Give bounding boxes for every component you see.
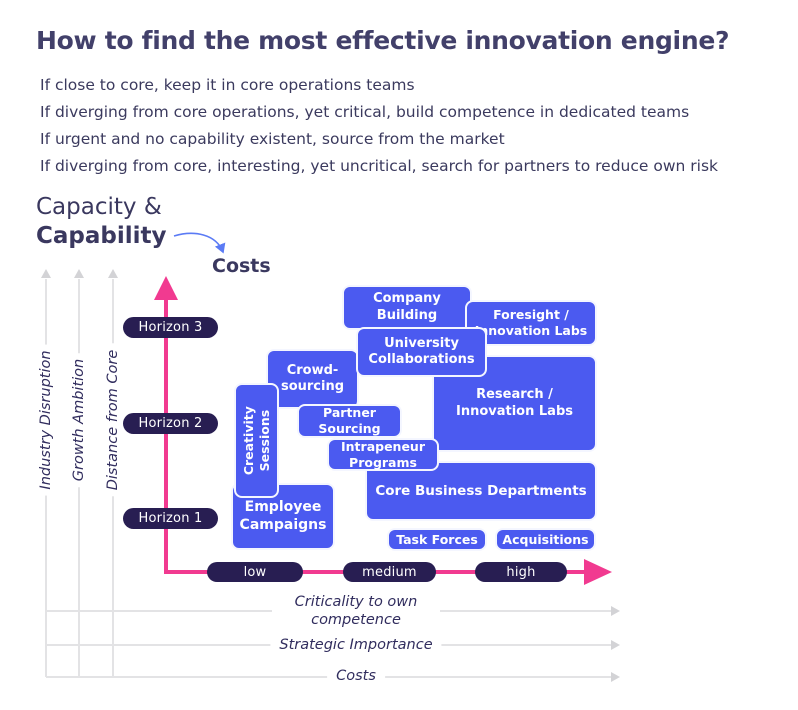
box-label: Campaigns [239,516,327,533]
box-label: Crowd- [286,362,339,378]
y-axis-arrowhead-icon [154,276,178,300]
x-tick-medium-label: medium [362,564,417,580]
horizon-1-pill: Horizon 1 [123,508,218,529]
costs-callout-label: Costs [212,255,271,277]
box-label: Innovation Labs [455,403,573,419]
x-tick-high-label: high [506,564,536,580]
costs-callout-arrow-icon [173,232,226,254]
horizon-2-label: Horizon 2 [138,416,203,431]
horizon-1-label: Horizon 1 [138,511,203,526]
axis-label-costs: Costs [327,667,385,685]
x-tick-low-label: low [243,564,267,580]
intro-bullet-3: If urgent and no capability existent, so… [40,130,505,148]
x-axis-arrowhead-icon [584,559,612,585]
arrow-up-icon [74,269,84,278]
box-label: Partner [323,405,376,421]
y-axis-line [164,297,168,572]
axis-label-industry-disruption: Industry Disruption [35,344,57,496]
horizon-3-pill: Horizon 3 [123,317,218,338]
box-label: Sessions [256,409,272,472]
y-axis-label-line1: Capacity & [36,194,162,220]
horizon-3-label: Horizon 3 [138,320,203,335]
arrow-right-icon [611,640,620,650]
box-label: University [384,335,459,351]
x-tick-low-pill: low [207,562,303,582]
box-label: Company [373,291,441,307]
box-task-forces: Task Forces [387,528,487,551]
box-crowd-sourcing: Crowd-sourcing [266,349,359,409]
box-label: Employee [244,499,322,515]
arrow-right-icon [611,672,620,682]
box-label: Task Forces [396,531,478,547]
arrow-up-icon [108,269,118,278]
box-foresight-innovation-labs: Foresight /Innovation Labs [465,300,597,346]
arrow-right-icon [611,606,620,616]
box-label: Acquisitions [502,531,589,547]
box-label: Research / [476,387,553,403]
horizon-2-pill: Horizon 2 [123,413,218,434]
box-label: Core Business Departments [375,482,587,499]
box-label: Building [376,307,438,323]
intro-bullet-4: If diverging from core, interesting, yet… [40,157,719,175]
box-label: Intrapeneur [341,438,425,454]
axis-label-growth-ambition: Growth Ambition [68,352,90,488]
box-label: Innovation Labs [474,323,588,338]
box-label: Sourcing [318,421,381,436]
intro-bullet-2: If diverging from core operations, yet c… [40,103,690,121]
page-title: How to find the most effective innovatio… [36,26,730,55]
box-label: sourcing [280,379,345,394]
intro-bullet-1: If close to core, keep it in core operat… [40,76,415,94]
box-label: Creativity [240,405,256,476]
x-tick-high-pill: high [475,562,567,582]
box-core-business-departments: Core Business Departments [365,461,597,521]
box-label: Collaborations [368,352,475,367]
axis-label-criticality: Criticality to own competence [272,593,440,629]
axis-label-distance-from-core: Distance from Core [102,343,124,497]
axis-label-strategic-importance: Strategic Importance [270,636,442,654]
arrow-up-icon [41,269,51,278]
box-acquisitions: Acquisitions [495,528,596,551]
x-tick-medium-pill: medium [343,562,436,582]
y-axis-label-line2: Capability [36,223,167,249]
intro-text: If close to core, keep it in core operat… [40,72,760,180]
box-label: Foresight / [493,307,569,323]
box-label: Programs [349,454,417,470]
